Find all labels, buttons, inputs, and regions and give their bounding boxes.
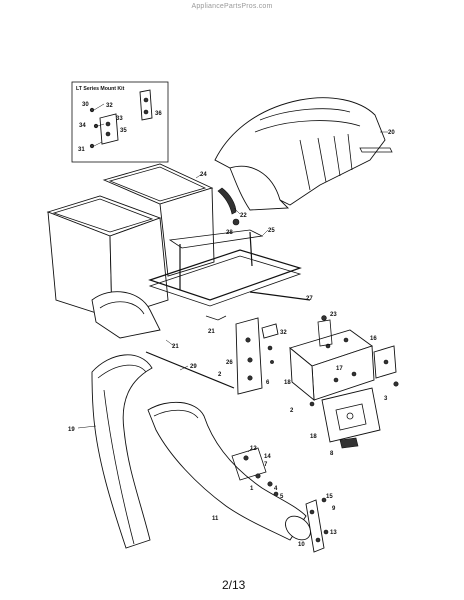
flexible-hose: 19 <box>68 354 153 549</box>
callout-12: 12 <box>250 446 257 452</box>
callout-35: 35 <box>120 128 127 134</box>
callout-26: 26 <box>226 360 233 366</box>
chute-hardware: 12 14 7 4 5 1 <box>243 446 284 500</box>
mount-kit-frame <box>71 81 169 163</box>
lower-bracket: 2 18 8 <box>290 387 381 457</box>
page-number: 2/13 <box>222 578 246 592</box>
callout-8: 8 <box>330 451 334 457</box>
kit-bolt-1 <box>143 97 149 103</box>
callout-23: 23 <box>330 312 337 318</box>
callout-14-upper: 14 <box>264 454 271 460</box>
mount-kit-title: LT Series Mount Kit <box>76 86 125 92</box>
callout-29: 29 <box>190 364 197 370</box>
callout-22: 22 <box>240 213 247 219</box>
kit-bolt-2 <box>143 109 149 115</box>
callout-16: 16 <box>370 336 377 342</box>
callout-25: 25 <box>268 228 275 234</box>
callout-2-left: 2 <box>218 372 222 378</box>
callout-32: 32 <box>280 330 287 336</box>
kit-bracket-bottom <box>99 113 119 145</box>
callout-27: 27 <box>306 296 313 302</box>
knob-28 <box>232 218 240 226</box>
strip-part-22: 22 <box>217 187 247 219</box>
callout-24: 24 <box>200 172 207 178</box>
callout-18-upper: 18 <box>284 380 291 386</box>
kit-nut-3 <box>89 143 95 149</box>
callout-4: 4 <box>274 486 278 492</box>
callout-2-right: 2 <box>290 408 294 414</box>
chute-adapter: 21 21 <box>91 291 227 350</box>
discharge-chute: 11 <box>147 401 311 541</box>
mount-kit-inset: LT Series Mount Kit 30 32 33 34 35 36 31 <box>71 81 169 163</box>
callout-32-kit: 32 <box>106 103 113 109</box>
callout-19: 19 <box>68 427 75 433</box>
callout-5: 5 <box>280 494 284 500</box>
collection-bags: 24 <box>46 163 215 319</box>
kit-bolt-4 <box>105 131 111 137</box>
watermark: AppliancePartsPros.com <box>191 3 273 10</box>
callout-18-lower: 18 <box>310 434 317 440</box>
kit-bolt-3 <box>105 121 111 127</box>
kit-bracket-top <box>139 89 153 121</box>
callout-33: 33 <box>116 116 123 122</box>
rod-27: 27 <box>249 291 313 302</box>
callout-21-right: 21 <box>208 329 215 335</box>
kit-nut-1 <box>89 107 95 113</box>
callout-3-right: 3 <box>384 396 388 402</box>
callout-10: 10 <box>298 542 305 548</box>
mount-bracket-26: 26 6 32 2 <box>218 317 287 395</box>
callout-15: 15 <box>326 494 333 500</box>
top-cover: 20 <box>214 97 395 211</box>
callout-9: 9 <box>332 506 336 512</box>
callout-28: 28 <box>226 230 233 236</box>
callout-20: 20 <box>388 130 395 136</box>
callout-17: 17 <box>336 366 343 372</box>
bag-frame: 25 28 <box>148 218 302 307</box>
callout-1: 1 <box>250 486 254 492</box>
kit-nut-2 <box>93 123 99 129</box>
callout-30: 30 <box>82 102 89 108</box>
right-mount-plate: 23 16 17 18 3 <box>284 312 399 402</box>
callout-31: 31 <box>78 147 85 153</box>
callout-21-left: 21 <box>172 344 179 350</box>
rod-29: 29 <box>145 351 235 389</box>
callout-34: 34 <box>79 123 86 129</box>
callout-7: 7 <box>264 462 268 468</box>
chute-arm: 15 9 13 10 <box>298 494 337 553</box>
callout-11: 11 <box>212 516 219 522</box>
callout-6: 6 <box>266 380 270 386</box>
callout-13: 13 <box>330 530 337 536</box>
callout-36: 36 <box>155 111 162 117</box>
